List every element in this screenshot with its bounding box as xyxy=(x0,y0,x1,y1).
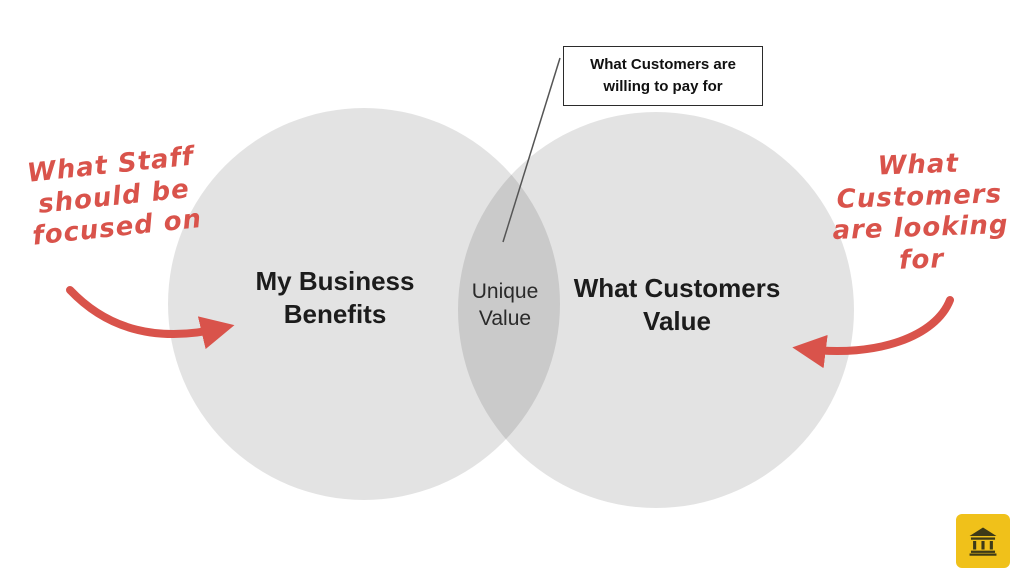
right-annotation: What Customers are looking for xyxy=(826,147,1014,280)
right-annotation-line: for xyxy=(898,244,945,276)
right-annotation-line: are looking xyxy=(832,210,1009,247)
left-venn-circle xyxy=(168,108,560,500)
overlap-label: Unique Value xyxy=(471,280,539,331)
callout-line-1: What Customers are xyxy=(590,56,736,73)
bank-icon xyxy=(969,527,997,556)
callout-box: What Customers are willing to pay for xyxy=(563,46,763,106)
brand-badge xyxy=(956,514,1010,568)
left-circle-label: My Business Benefits xyxy=(255,266,415,329)
right-circle-label: What Customers Value xyxy=(573,273,781,336)
callout-line-2: willing to pay for xyxy=(603,77,723,95)
